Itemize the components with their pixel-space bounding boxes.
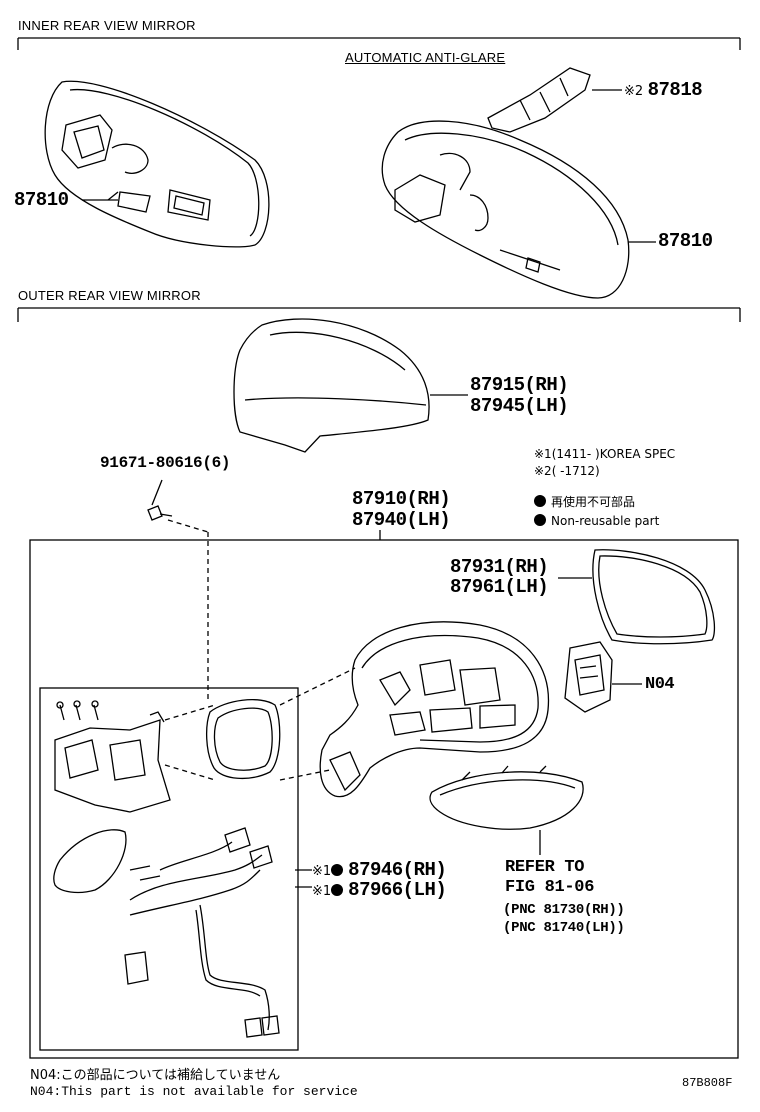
mirror-cover-drawing — [233, 318, 430, 453]
screw-drawing — [147, 505, 173, 521]
explosion-dashes — [164, 519, 356, 781]
part-87966-label[interactable]: ※1 87966(LH) — [312, 879, 447, 901]
legend-jp-text: 再使用不可部品 — [551, 495, 636, 509]
part-87818-label[interactable]: ※2 87818 — [624, 79, 703, 101]
footnote-jp: N04:この部品については補給していません — [30, 1068, 281, 1083]
non-reusable-dot-icon — [534, 495, 546, 507]
base-plate-drawing — [206, 699, 281, 780]
part-number: 87818 — [647, 79, 703, 101]
legend-en-text: Non-reusable part — [551, 514, 660, 528]
part-87915-label[interactable]: 87915(RH) — [470, 374, 569, 396]
outer-section-rule — [17, 307, 741, 322]
inner-mirror-right-drawing — [381, 67, 630, 299]
wiring-subassembly-frame — [39, 687, 299, 1051]
part-87961-label[interactable]: 87961(LH) — [450, 576, 549, 598]
outer-section-title: OUTER REAR VIEW MIRROR — [18, 288, 201, 303]
part-number: 87946(RH) — [348, 859, 447, 881]
korea-spec-mark: ※1 — [312, 864, 332, 879]
legend-note-1: ※1(1411- )KOREA SPEC — [534, 447, 676, 461]
lower-cover-drawing — [53, 829, 127, 894]
part-87931-label[interactable]: 87931(RH) — [450, 556, 549, 578]
mirror-glass-drawing — [592, 549, 716, 645]
assembly-frame — [29, 539, 739, 1059]
footnote-en: N04:This part is not available for servi… — [30, 1084, 358, 1099]
legend-en: Non-reusable part — [534, 514, 659, 528]
refer-pnc-rh: (PNC 81730(RH)) — [503, 902, 625, 918]
part-87940-label[interactable]: 87940(LH) — [352, 509, 451, 531]
refer-pnc-lh: (PNC 81740(LH)) — [503, 920, 625, 936]
auto-anti-glare-label: AUTOMATIC ANTI-GLARE — [345, 50, 506, 65]
refer-fig-label[interactable]: FIG 81-06 — [505, 878, 595, 897]
non-reusable-dot-icon — [331, 884, 344, 896]
part-87810-left-label[interactable]: 87810 — [14, 189, 69, 211]
part-number: 87966(LH) — [348, 879, 447, 901]
inner-section-title: INNER REAR VIEW MIRROR — [18, 18, 196, 33]
refer-to-label[interactable]: REFER TO — [505, 858, 585, 877]
korea-spec-mark: ※1 — [312, 884, 332, 899]
leader-screw — [151, 479, 163, 506]
mirror-housing-drawing — [319, 621, 550, 798]
figure-code: 87B808F — [682, 1076, 733, 1090]
non-reusable-dot-icon — [331, 864, 344, 876]
korea-spec-mark: ※2 — [624, 84, 644, 99]
inner-mirror-left-drawing — [44, 80, 270, 248]
inner-section-rule — [17, 37, 741, 50]
part-87810-right-label[interactable]: 87810 — [658, 230, 713, 252]
part-screw-label[interactable]: 91671-80616(6) — [100, 454, 231, 472]
part-87910-label[interactable]: 87910(RH) — [352, 488, 451, 510]
part-87946-label[interactable]: ※1 87946(RH) — [312, 859, 447, 881]
actuator-n04-drawing — [564, 641, 613, 713]
non-reusable-dot-icon — [534, 514, 546, 526]
part-87945-label[interactable]: 87945(LH) — [470, 395, 569, 417]
bracket-drawing — [54, 700, 171, 813]
turn-signal-drawing — [429, 765, 584, 830]
wiring-harness-drawing — [124, 827, 280, 1038]
legend-jp: 再使用不可部品 — [534, 493, 635, 510]
legend-note-2: ※2( -1712) — [534, 464, 600, 478]
part-n04-label[interactable]: N04 — [645, 675, 675, 694]
